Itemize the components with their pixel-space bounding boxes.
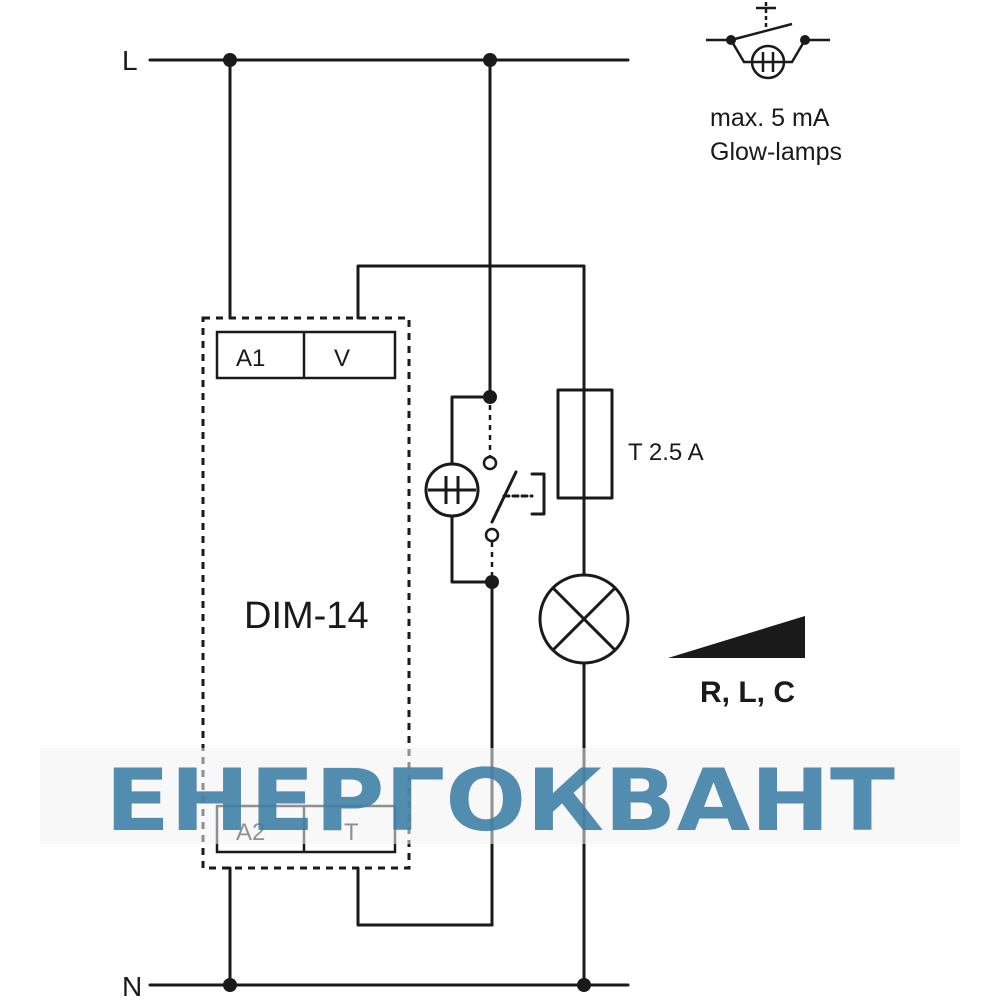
device-name: DIM-14 [244,595,369,637]
junction-n-a2 [223,978,237,992]
terminal-a1-label: A1 [236,345,265,372]
watermark-logo: ЕНЕРГОКВАНТ [105,751,895,851]
fuse-rating: T 2.5 A [628,439,704,466]
watermark-band [40,748,960,844]
legend-pushbutton-icon [706,2,830,80]
neutral-label: N [122,971,142,1000]
legend-glowlamp-label: Glow-lamps [710,138,842,166]
live-label: L [122,45,138,76]
load-types-label: R, L, C [700,676,795,709]
glow-lamp-icon [424,462,480,518]
v-output-wire [356,264,586,392]
top-terminal-block [215,330,397,380]
terminal-v-label: V [334,345,350,372]
dimming-ramp-icon [668,616,805,658]
device-outline [201,316,411,870]
pushbutton-icon [482,405,546,575]
t-terminal-wire [356,866,494,927]
junction-n-lamp [577,978,591,992]
lamp-load-icon [538,573,630,665]
junction-l-a1 [223,53,237,67]
legend-current-label: max. 5 mA [710,104,830,132]
